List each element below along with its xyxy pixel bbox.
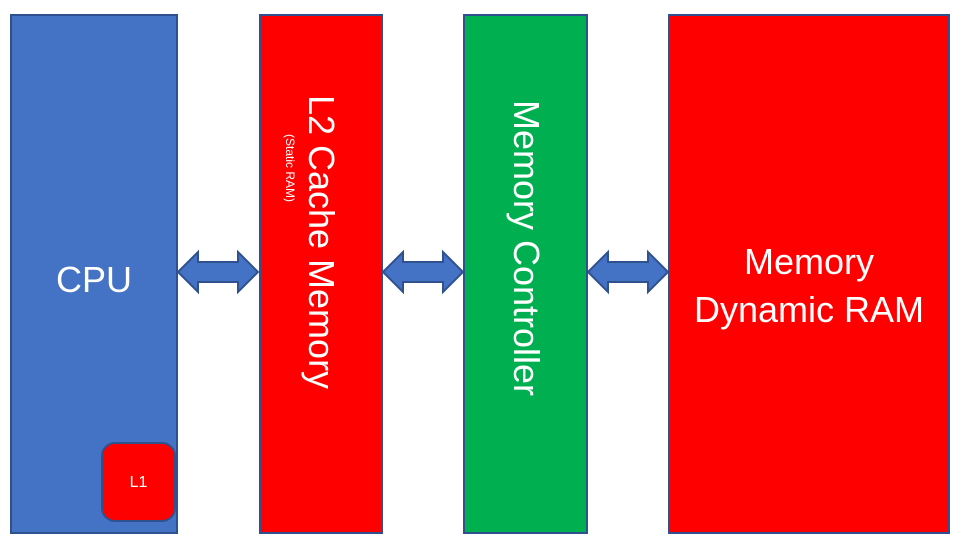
controller-memory-bidirectional-arrow [586, 249, 670, 295]
memory-controller-label: Memory Controller [505, 99, 547, 397]
l2-static-ram-label: (Static RAM) [283, 133, 297, 203]
l2-cache-label: L2 Cache Memory [301, 94, 342, 390]
arrow-shape [381, 249, 465, 295]
cpu-block: CPU L1 [10, 14, 178, 534]
l1-label: L1 [129, 474, 148, 491]
l2-cache-block: L2 Cache Memory (Static RAM) [259, 14, 383, 534]
memory-label-line1: Memory [743, 241, 874, 282]
l2-controller-bidirectional-arrow [381, 249, 465, 295]
memory-controller-block: Memory Controller [463, 14, 588, 534]
memory-label: Memory Dynamic RAM [670, 238, 948, 334]
cpu-label: CPU [55, 259, 132, 300]
memory-label-line2: Dynamic RAM [693, 289, 925, 330]
arrow-shape [176, 249, 260, 295]
cpu-l2-bidirectional-arrow [176, 249, 260, 295]
memory-dram-block: Memory Dynamic RAM [668, 14, 950, 534]
arrow-shape [586, 249, 670, 295]
l1-cache-block: L1 [101, 442, 176, 522]
